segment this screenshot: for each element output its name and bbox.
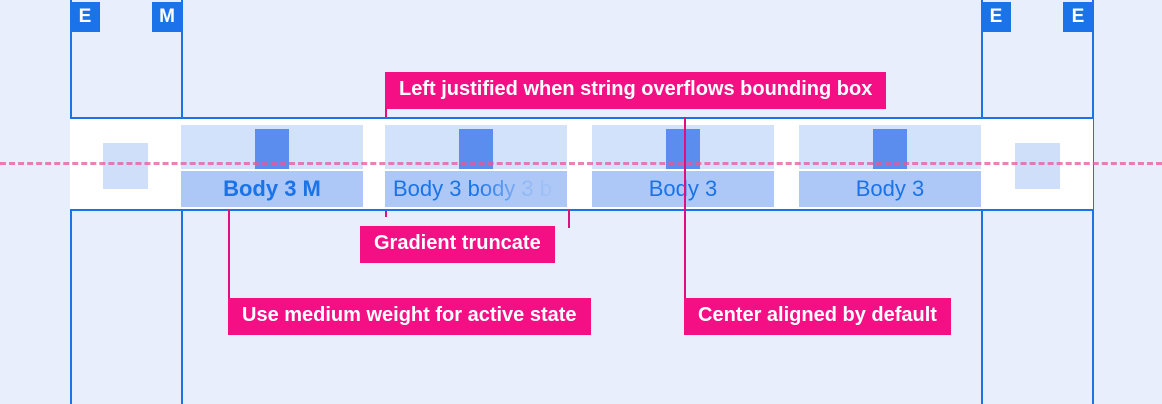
tab-label-text: Body 3 [648, 176, 718, 201]
tab-icon-container [385, 125, 567, 169]
leader-center-aligned [684, 117, 686, 298]
vertical-guide-right-outer [1092, 0, 1094, 404]
tab-label-text: Body 3 body 3 b [393, 176, 553, 201]
tab-icon-container [592, 125, 774, 169]
end-cap-placeholder-left [103, 143, 148, 189]
tab-label-text: Body 3 M [223, 176, 321, 201]
annotation-gradient-truncate: Gradient truncate [360, 226, 555, 263]
end-cap-placeholder-right [1015, 143, 1060, 189]
annotation-center-aligned: Center aligned by default [684, 298, 951, 335]
tab-label-text: Body 3 [855, 176, 925, 201]
spacing-badge-e-left-outer: E [70, 2, 100, 32]
annotation-active-weight: Use medium weight for active state [228, 298, 591, 335]
tab-label-container: Body 3 [592, 171, 774, 207]
annotation-left-justified: Left justified when string overflows bou… [385, 72, 887, 109]
tab-item-1[interactable]: Body 3 M [181, 125, 363, 207]
tab-icon-container [181, 125, 363, 169]
spacing-badge-e-right-inner: E [981, 2, 1011, 32]
tab-label-container: Body 3 body 3 b [385, 171, 567, 207]
tab-label-container: Body 3 M [181, 171, 363, 207]
tab-item-3[interactable]: Body 3 [592, 125, 774, 207]
leader-gradient-truncate [568, 210, 570, 228]
vertical-center-baseline [0, 162, 1162, 165]
spacing-badge-m-left-inner: M [152, 2, 182, 32]
tab-item-4[interactable]: Body 3 [799, 125, 981, 207]
spacing-badge-e-right-outer: E [1063, 2, 1093, 32]
tab-label-container: Body 3 [799, 171, 981, 207]
tab-item-2[interactable]: Body 3 body 3 b [385, 125, 567, 207]
leader-active-weight [228, 210, 230, 298]
